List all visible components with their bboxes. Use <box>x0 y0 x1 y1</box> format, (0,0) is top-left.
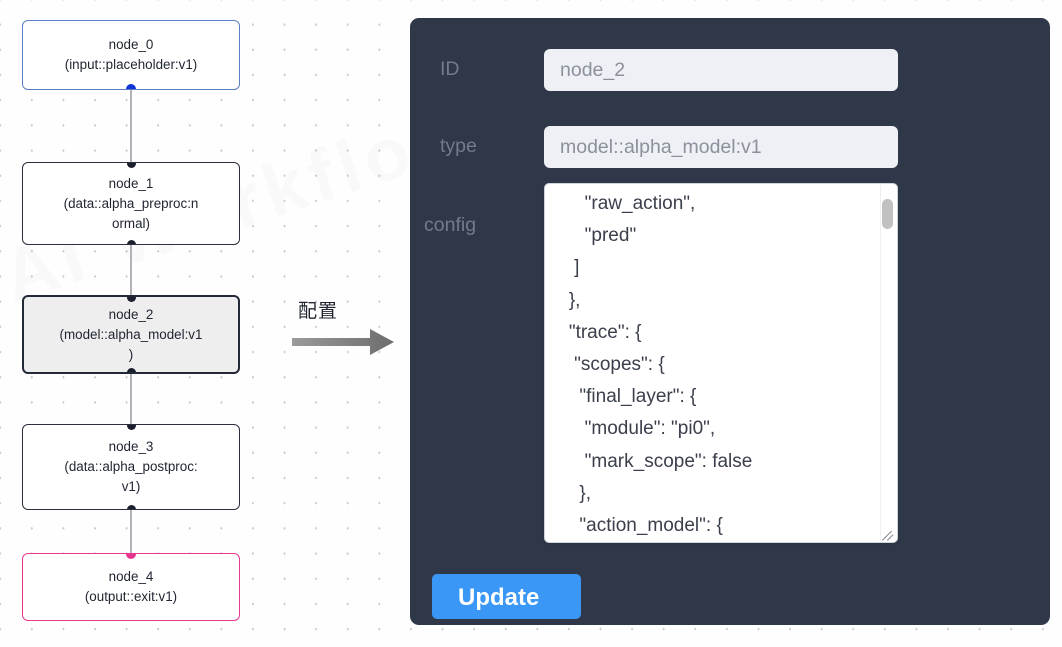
edge-node2-node3 <box>130 374 132 424</box>
node-handle-target[interactable] <box>126 554 136 559</box>
graph-node-node_2[interactable]: node_2 (model::alpha_model:v1 ) <box>22 295 240 374</box>
node-title: node_4 <box>108 569 154 584</box>
graph-node-node_0[interactable]: node_0 (input::placeholder:v1) <box>22 20 240 90</box>
resize-handle-icon[interactable] <box>881 526 896 541</box>
node-handle-source[interactable] <box>126 84 136 89</box>
config-scrollbar-track[interactable] <box>880 185 896 541</box>
node-subtitle: (input::placeholder:v1) <box>64 57 198 72</box>
graph-node-node_1[interactable]: node_1 (data::alpha_preproc:n ormal) <box>22 162 240 245</box>
node-handle-source[interactable] <box>126 504 136 509</box>
graph-node-node_4[interactable]: node_4 (output::exit:v1) <box>22 553 240 621</box>
transition-label: 配置 <box>298 300 339 322</box>
node-handle-target[interactable] <box>126 297 136 302</box>
edge-node1-node2 <box>130 245 132 295</box>
node-handle-target[interactable] <box>126 425 136 430</box>
config-textarea-content[interactable]: "raw_action", "pred" ] }, "trace": { "sc… <box>568 193 753 537</box>
node-subtitle: (data::alpha_preproc:n ormal) <box>63 195 199 231</box>
type-field-label: type <box>440 135 477 157</box>
node-inspector-panel: ID type config "raw_action", "pred" ] },… <box>410 18 1050 625</box>
node-handle-target[interactable] <box>126 163 136 168</box>
node-subtitle: (data::alpha_postproc: v1) <box>64 459 198 494</box>
id-input[interactable] <box>544 49 898 91</box>
node-handle-source[interactable] <box>126 367 136 372</box>
node-subtitle: (model::alpha_model:v1 ) <box>59 326 203 362</box>
node-title: node_2 <box>108 306 154 322</box>
edge-node0-node1 <box>130 90 132 162</box>
right-arrow-icon <box>292 329 394 355</box>
update-button[interactable]: Update <box>432 574 581 619</box>
node-title: node_3 <box>108 439 154 454</box>
graph-node-node_3[interactable]: node_3 (data::alpha_postproc: v1) <box>22 424 240 510</box>
node-title: node_1 <box>108 175 154 191</box>
type-input[interactable] <box>544 126 898 168</box>
edge-node3-node4 <box>130 510 132 553</box>
id-field-label: ID <box>440 58 460 80</box>
config-scrollbar-thumb[interactable] <box>882 199 893 229</box>
config-textarea[interactable]: "raw_action", "pred" ] }, "trace": { "sc… <box>544 183 898 543</box>
node-handle-source[interactable] <box>126 239 136 244</box>
config-field-label: config <box>424 214 477 236</box>
node-title: node_0 <box>108 37 154 52</box>
node-subtitle: (output::exit:v1) <box>84 589 178 604</box>
transition-annotation: 配置 <box>290 296 398 360</box>
